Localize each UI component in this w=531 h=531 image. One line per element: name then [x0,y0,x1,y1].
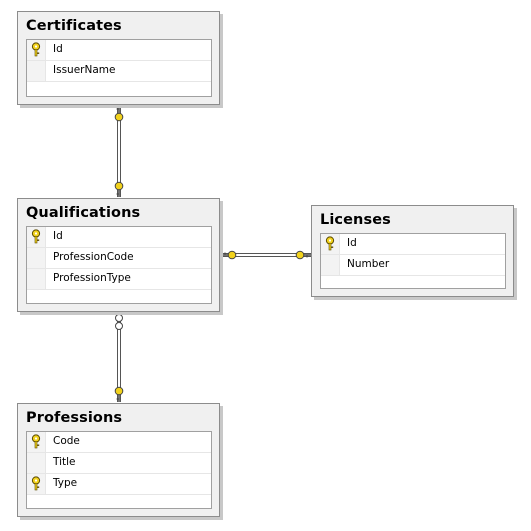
column-row[interactable]: Id [27,40,211,61]
column-name: Id [53,43,63,55]
column-name: IssuerName [53,64,116,76]
table-title: Licenses [320,212,391,228]
column-name: Type [53,477,78,489]
row-selector [321,255,340,275]
key-end-icon [114,386,124,402]
relationship-certificates-qualifications[interactable] [117,106,121,197]
table-certificates[interactable]: Certificates Id IssuerName [17,11,220,105]
key-end-icon [222,250,237,260]
column-row[interactable]: Number [321,255,505,276]
row-selector [27,269,46,289]
column-row[interactable]: Title [27,453,211,474]
column-row[interactable]: ProfessionType [27,269,211,290]
many-end-icon [115,314,123,330]
column-name: ProfessionType [53,272,131,284]
primary-key-icon [31,476,41,491]
primary-key-icon [31,229,41,244]
column-name: Id [347,237,357,249]
row-selector [27,61,46,81]
column-row[interactable]: IssuerName [27,61,211,82]
key-end-icon [114,106,124,122]
primary-key-icon [31,42,41,57]
key-end-icon [295,250,311,260]
row-selector [27,453,46,473]
primary-key-icon [31,434,41,449]
column-name: Title [53,456,76,468]
column-row[interactable]: ProfessionCode [27,248,211,269]
column-grid: Id Number [320,233,506,289]
column-name: ProfessionCode [53,251,134,263]
column-grid: Id ProfessionCode ProfessionType [26,226,212,304]
column-grid: Code Title Type [26,431,212,509]
column-grid: Id IssuerName [26,39,212,97]
column-name: Number [347,258,390,270]
table-title: Certificates [26,18,122,34]
row-selector [27,248,46,268]
column-name: Code [53,435,80,447]
table-professions[interactable]: Professions Code Title Type [17,403,220,517]
column-row[interactable]: Code [27,432,211,453]
primary-key-icon [325,236,335,251]
column-row[interactable]: Id [27,227,211,248]
table-qualifications[interactable]: Qualifications Id ProfessionCode Profess… [17,198,220,312]
table-title: Qualifications [26,205,141,221]
table-title: Professions [26,410,123,426]
key-end-icon [114,181,124,197]
column-row[interactable]: Id [321,234,505,255]
table-licenses[interactable]: Licenses Id Number [311,205,514,297]
column-row[interactable]: Type [27,474,211,495]
column-name: Id [53,230,63,242]
